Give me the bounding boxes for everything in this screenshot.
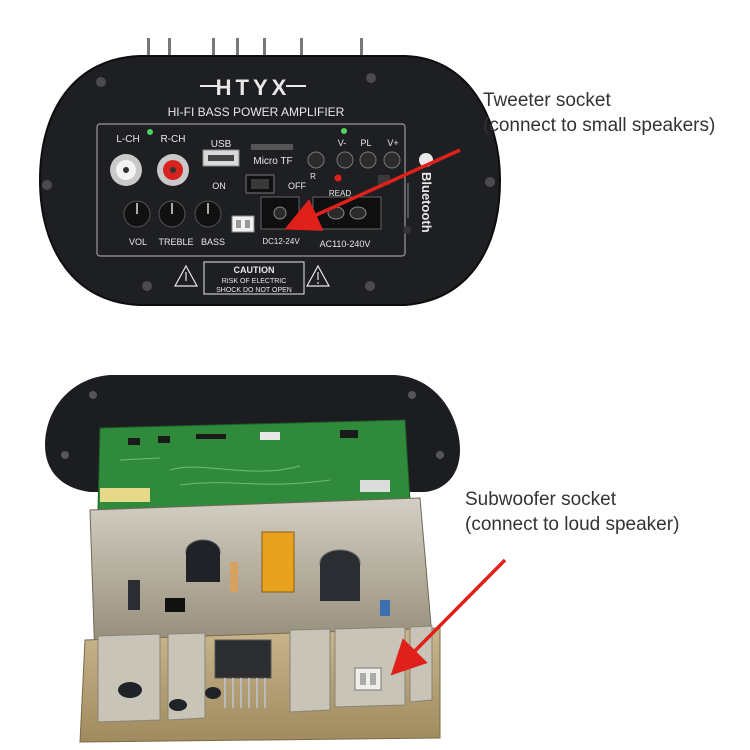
rch-rca-jack (157, 154, 189, 186)
micro-tf-slot (251, 144, 293, 150)
read-led (334, 174, 342, 182)
vol-label: VOL (129, 237, 147, 247)
power-components (128, 531, 390, 616)
off-label: OFF (288, 181, 306, 191)
vminus-label: V- (338, 138, 347, 148)
tweeter-callout: Tweeter socket (connect to small speaker… (483, 88, 715, 138)
heatsink-fins (97, 625, 433, 723)
caution-line2: SHOCK DO NOT OPEN (216, 287, 292, 294)
subwoofer-arrow (390, 558, 507, 676)
subwoofer-callout: Subwoofer socket (connect to loud speake… (465, 487, 679, 537)
caution-title: CAUTION (234, 265, 275, 275)
pl-label: PL (360, 138, 371, 148)
tweeter-callout-note: (connect to small speakers) (483, 115, 716, 136)
control-area-frame (96, 123, 406, 257)
r-label: R (310, 172, 316, 181)
rch-label: R-CH (161, 134, 186, 145)
caution-line1: RISK OF ELECTRIC (222, 278, 287, 285)
bluetooth-label: Bluetooth (419, 172, 434, 233)
playback-buttons (307, 151, 401, 169)
caution-box (203, 261, 305, 295)
pcb-components (100, 430, 390, 502)
internal-view-photo (45, 375, 460, 743)
brand-logo: HTYX (216, 75, 291, 100)
tweeter-arrow (284, 148, 461, 231)
lch-label: L-CH (116, 134, 139, 145)
subwoofer-callout-note: (connect to loud speaker) (465, 514, 680, 535)
usb-label: USB (211, 139, 232, 150)
lch-rca-jack (110, 154, 142, 186)
subwoofer-socket (354, 667, 382, 691)
subwoofer-callout-title: Subwoofer socket (465, 489, 617, 510)
heatsink-pins (147, 38, 363, 58)
micro-tf-label: Micro TF (253, 156, 292, 167)
tweeter-socket (231, 215, 255, 233)
bass-label: BASS (201, 237, 225, 247)
bass-knob (194, 200, 222, 228)
read-label: READ (329, 189, 351, 198)
warning-icon-right (305, 264, 331, 287)
model-line: HI-FI BASS POWER AMPLIFIER (168, 105, 345, 119)
tweeter-callout-title: Tweeter socket (483, 90, 611, 111)
warning-icon-left (173, 264, 199, 287)
mounting-holes (42, 73, 495, 291)
dc-label: DC12-24V (262, 237, 300, 246)
vol-knob (123, 200, 151, 228)
vplus-label: V+ (387, 138, 398, 148)
ac-label: AC110-240V (320, 239, 371, 249)
treble-knob (158, 200, 186, 228)
on-label: ON (212, 181, 226, 191)
treble-label: TREBLE (158, 237, 193, 247)
amp-ic (214, 639, 272, 679)
front-panel-photo: HTYX HI-FI BASS POWER AMPLIFIER L-CH R-C… (38, 38, 502, 306)
